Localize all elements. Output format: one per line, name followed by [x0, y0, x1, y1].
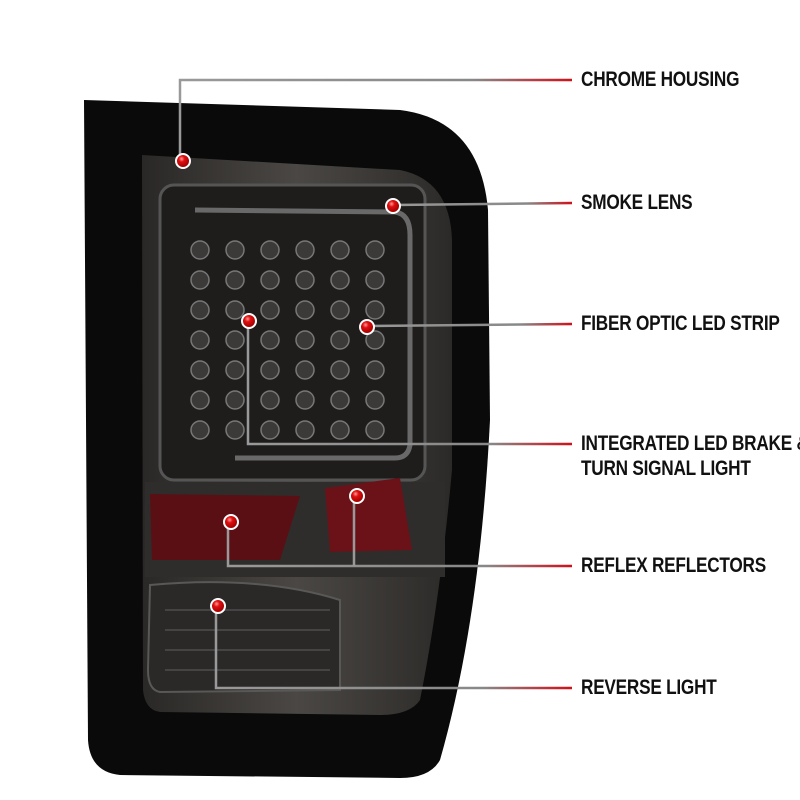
led-bulb	[260, 240, 280, 260]
leader-smoke-lens	[392, 201, 573, 207]
led-bulb	[365, 270, 385, 290]
led-bulb	[330, 270, 350, 290]
dot-integrated-led	[241, 313, 257, 329]
led-bulb	[295, 240, 315, 260]
leader-lines	[178, 78, 573, 690]
led-bulb	[330, 360, 350, 380]
led-bulb	[295, 360, 315, 380]
led-bulb	[295, 270, 315, 290]
led-bulb	[190, 330, 210, 350]
label-fiber-optic: FIBER OPTIC LED STRIP	[581, 312, 780, 335]
led-bulb	[330, 300, 350, 320]
led-panel-frame	[158, 183, 427, 482]
label-integrated-led-2: TURN SIGNAL LIGHT	[581, 457, 751, 480]
led-bulb	[330, 420, 350, 440]
led-bulb	[295, 330, 315, 350]
led-bulb	[260, 270, 280, 290]
led-bulb	[190, 270, 210, 290]
leader-reverse-light	[214, 606, 572, 690]
callout-dots	[175, 153, 401, 614]
led-bulb	[225, 240, 245, 260]
leader-chrome-housing	[178, 78, 572, 161]
led-bulb	[260, 330, 280, 350]
led-bulb	[365, 360, 385, 380]
leader-fiber-optic	[366, 322, 573, 328]
led-bulb	[330, 390, 350, 410]
led-bulb	[225, 330, 245, 350]
fiber-optic-strip	[194, 207, 413, 461]
led-bulb	[260, 300, 280, 320]
right-reflector	[325, 478, 412, 552]
led-bulb	[190, 420, 210, 440]
led-bulb	[260, 390, 280, 410]
led-bulb	[225, 420, 245, 440]
leader-integrated-led	[246, 321, 572, 446]
led-array	[190, 240, 385, 440]
led-bulb	[225, 300, 245, 320]
dot-smoke-lens	[385, 198, 401, 214]
label-reverse-light: REVERSE LIGHT	[581, 676, 717, 699]
dot-reflex-left	[223, 514, 239, 530]
led-bulb	[260, 420, 280, 440]
led-bulb	[365, 240, 385, 260]
leader-reflex-left	[226, 522, 572, 568]
dot-reflex-right	[349, 488, 365, 504]
led-bulb	[365, 330, 385, 350]
led-bulb	[365, 420, 385, 440]
led-bulb	[330, 330, 350, 350]
led-bulb	[190, 300, 210, 320]
led-bulb	[260, 360, 280, 380]
led-bulb	[190, 240, 210, 260]
dot-reverse-light	[210, 598, 226, 614]
dot-chrome-housing	[175, 153, 191, 169]
label-integrated-led-1: INTEGRATED LED BRAKE &	[581, 432, 800, 455]
led-bulb	[330, 240, 350, 260]
led-bulb	[295, 420, 315, 440]
led-bulb	[365, 390, 385, 410]
dot-fiber-optic	[359, 319, 375, 335]
led-bulb	[365, 300, 385, 320]
led-bulb	[190, 360, 210, 380]
led-bulb	[190, 390, 210, 410]
led-bulb	[225, 270, 245, 290]
reverse-lens	[146, 581, 341, 694]
label-chrome-housing: CHROME HOUSING	[581, 68, 740, 91]
led-bulb	[225, 390, 245, 410]
led-bulb	[295, 390, 315, 410]
label-smoke-lens: SMOKE LENS	[581, 191, 693, 214]
led-bulb	[295, 300, 315, 320]
led-bulb	[225, 360, 245, 380]
label-reflex-reflectors: REFLEX REFLECTORS	[581, 554, 766, 577]
